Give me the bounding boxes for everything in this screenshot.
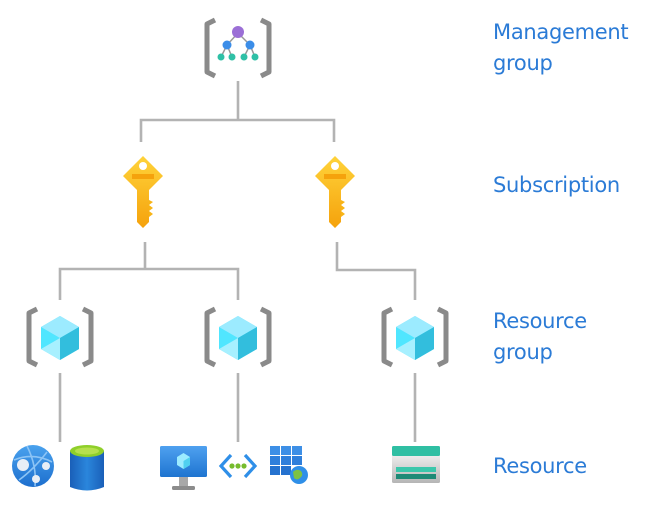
resource-group-3-icon: [384, 309, 446, 365]
resource-group-2-icon: [207, 309, 269, 365]
storage-account-icon: [392, 446, 440, 483]
label-management-group: Management group: [493, 20, 629, 75]
management-group-icon: [207, 20, 269, 76]
subscription-1-key-icon: [123, 156, 163, 228]
resource-group-1-icon: [29, 309, 91, 365]
subscription-2-key-icon: [315, 156, 355, 228]
label-subscription: Subscription: [493, 173, 620, 197]
virtual-machine-icon: [160, 446, 207, 490]
virtual-network-icon: [218, 453, 258, 479]
app-service-icon: [12, 445, 54, 487]
connectors: [58, 81, 417, 442]
sql-database-icon: [70, 445, 104, 491]
web-app-grid-icon: [270, 446, 308, 484]
label-resource: Resource: [493, 454, 587, 478]
label-resource-group: Resource group: [493, 309, 587, 364]
connector-mg-to-subs: [139, 118, 336, 142]
connector-sub1-to-rgs: [58, 242, 240, 300]
connector-sub2-to-rg3: [335, 242, 417, 300]
